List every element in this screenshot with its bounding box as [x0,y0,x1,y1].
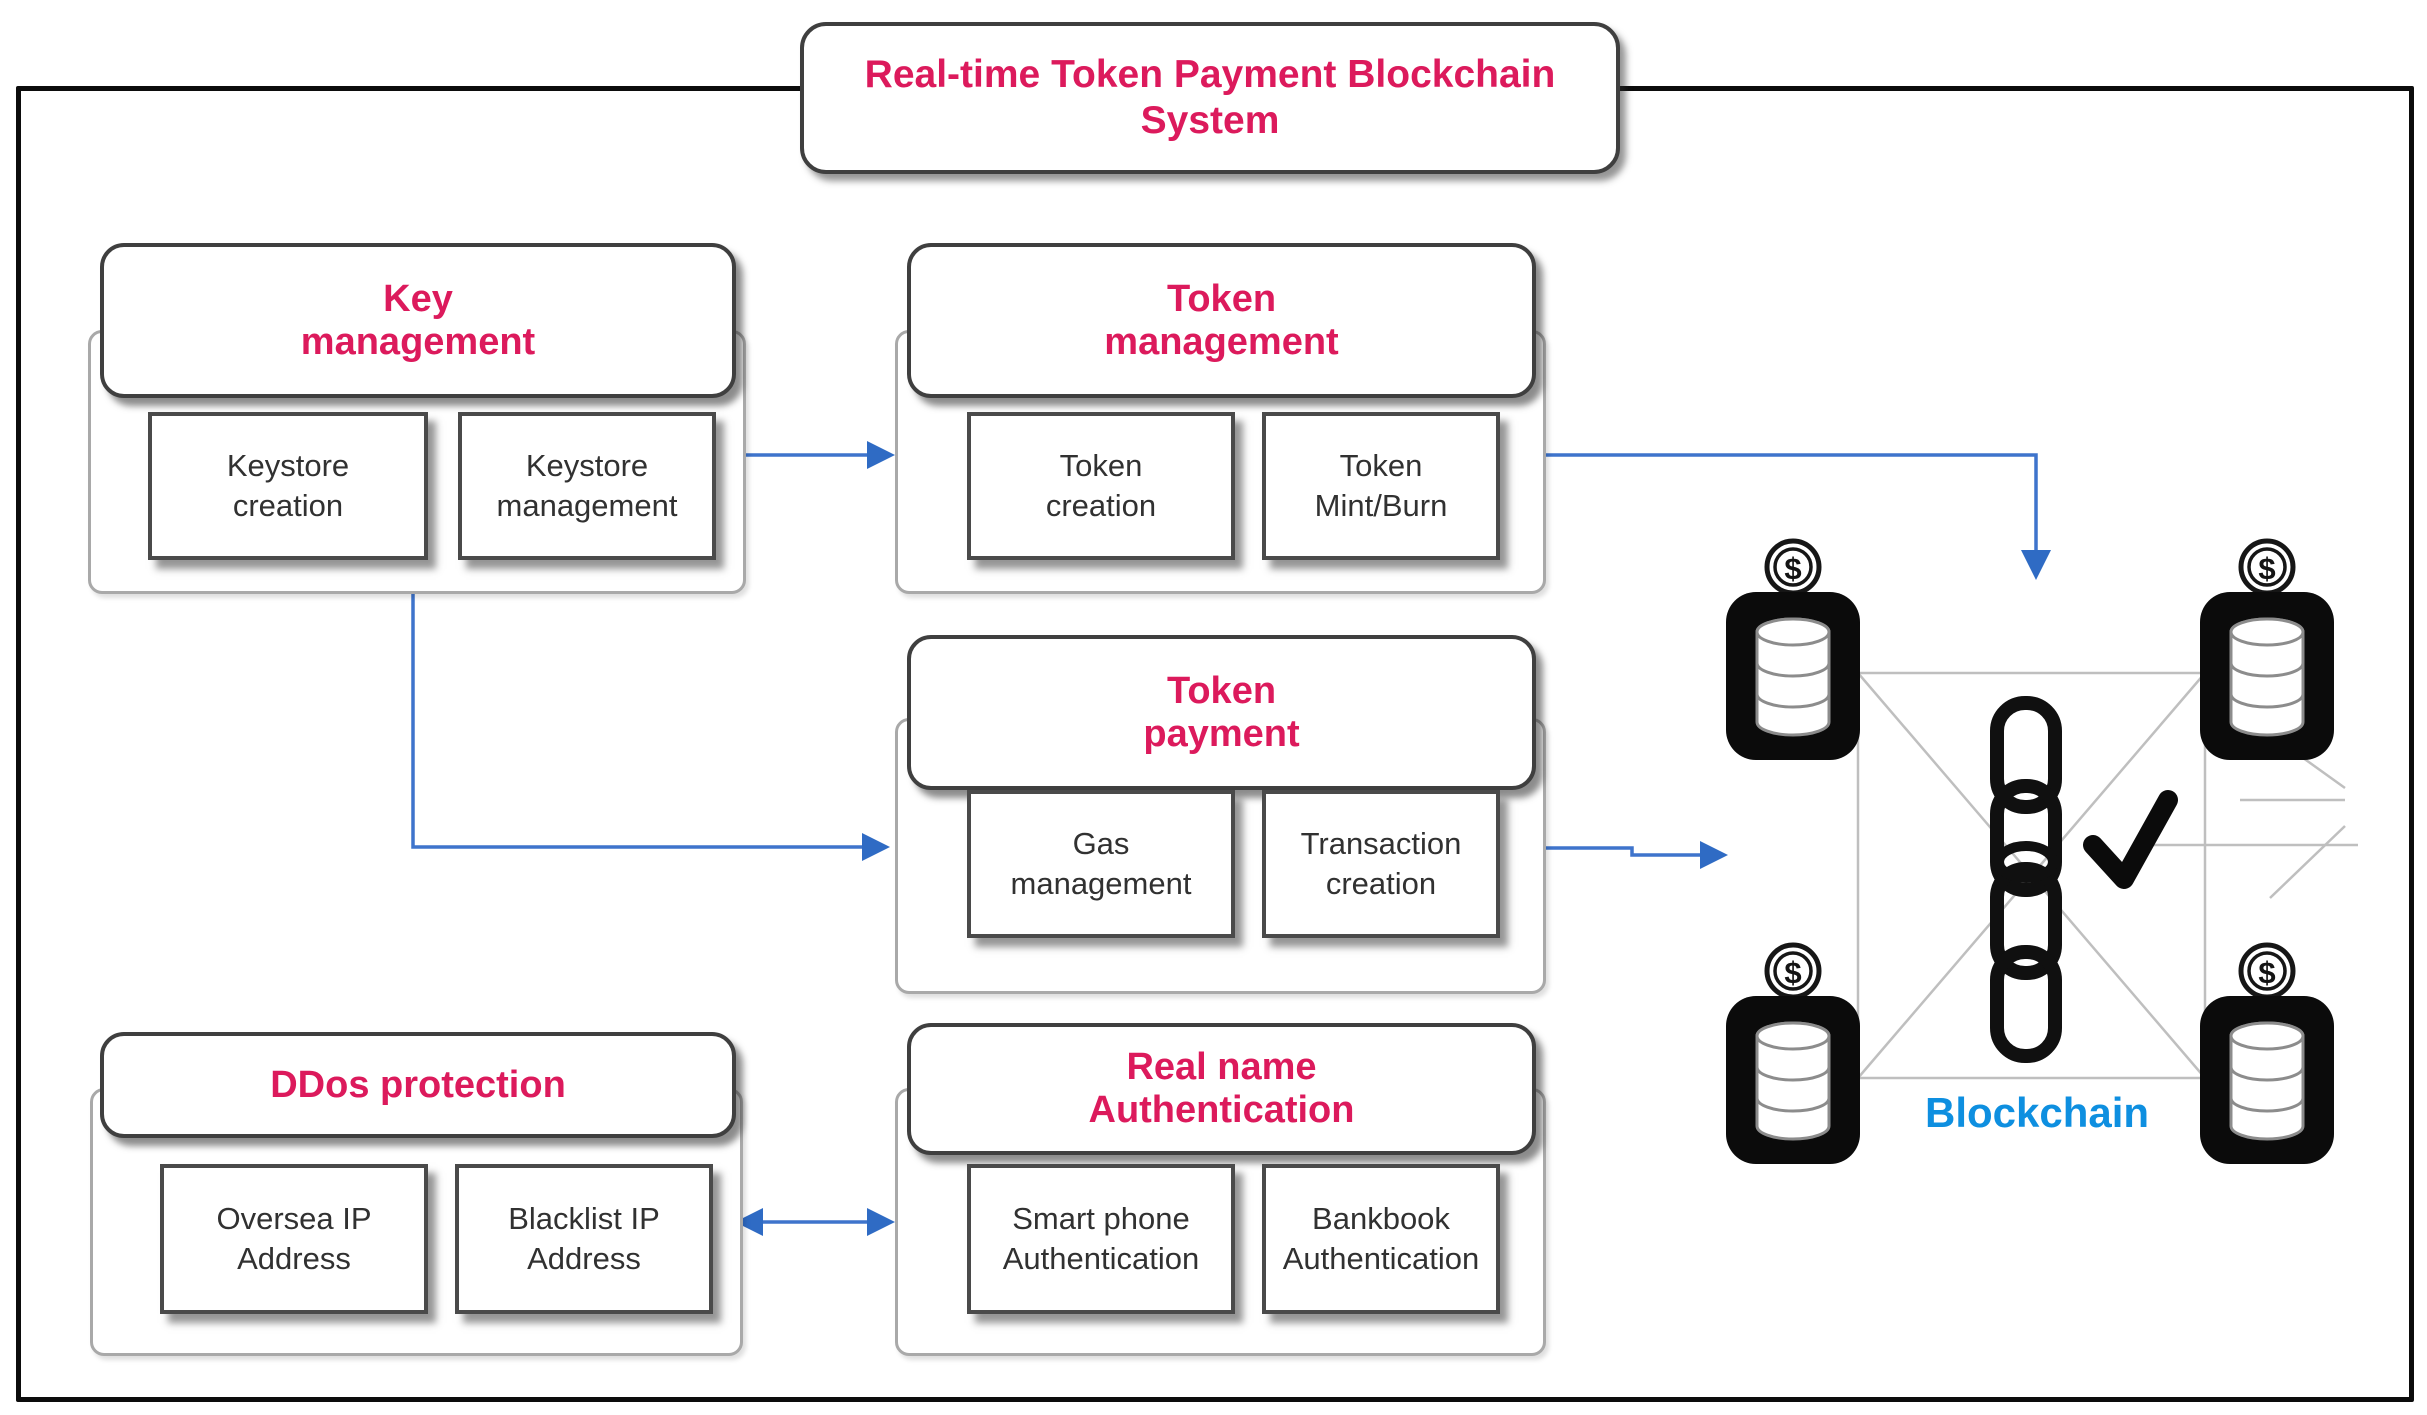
token-management-header: Token management [907,243,1536,398]
arrowheads [735,441,2051,1236]
keystore-management-box: Keystore management [458,412,716,560]
token-mint-burn-box: Token Mint/Burn [1262,412,1500,560]
ddos-protection-header: DDos protection [100,1032,736,1138]
chain-icon [1990,696,2062,1063]
blockchain-node-top-left [1726,541,1860,760]
arrow-token-management-to-blockchain [1540,453,2038,552]
blacklist-ip-address-box: Blacklist IP Address [455,1164,713,1314]
key-management-header: Key management [100,243,736,398]
arrow-token-payment-to-blockchain [1539,846,1702,857]
arrow-key-to-token-payment [411,590,864,849]
transaction-creation-box: Transaction creation [1262,790,1500,938]
blockchain-node-bottom-left [1726,945,1860,1164]
bankbook-authentication-box: Bankbook Authentication [1262,1164,1500,1314]
keystore-creation-box: Keystore creation [148,412,428,560]
gas-management-box: Gas management [967,790,1235,938]
real-name-authentication-header: Real name Authentication [907,1023,1536,1155]
checkmark-icon [2083,790,2178,889]
blockchain-label: Blockchain [1925,1089,2150,1136]
token-creation-box: Token creation [967,412,1235,560]
blockchain-node-top-right [2200,541,2334,760]
oversea-ip-address-box: Oversea IP Address [160,1164,428,1314]
blockchain-node-bottom-right [2200,945,2334,1164]
token-payment-header: Token payment [907,635,1536,790]
diagram-title: Real-time Token Payment Blockchain Syste… [800,22,1620,174]
smart-phone-authentication-box: Smart phone Authentication [967,1164,1235,1314]
